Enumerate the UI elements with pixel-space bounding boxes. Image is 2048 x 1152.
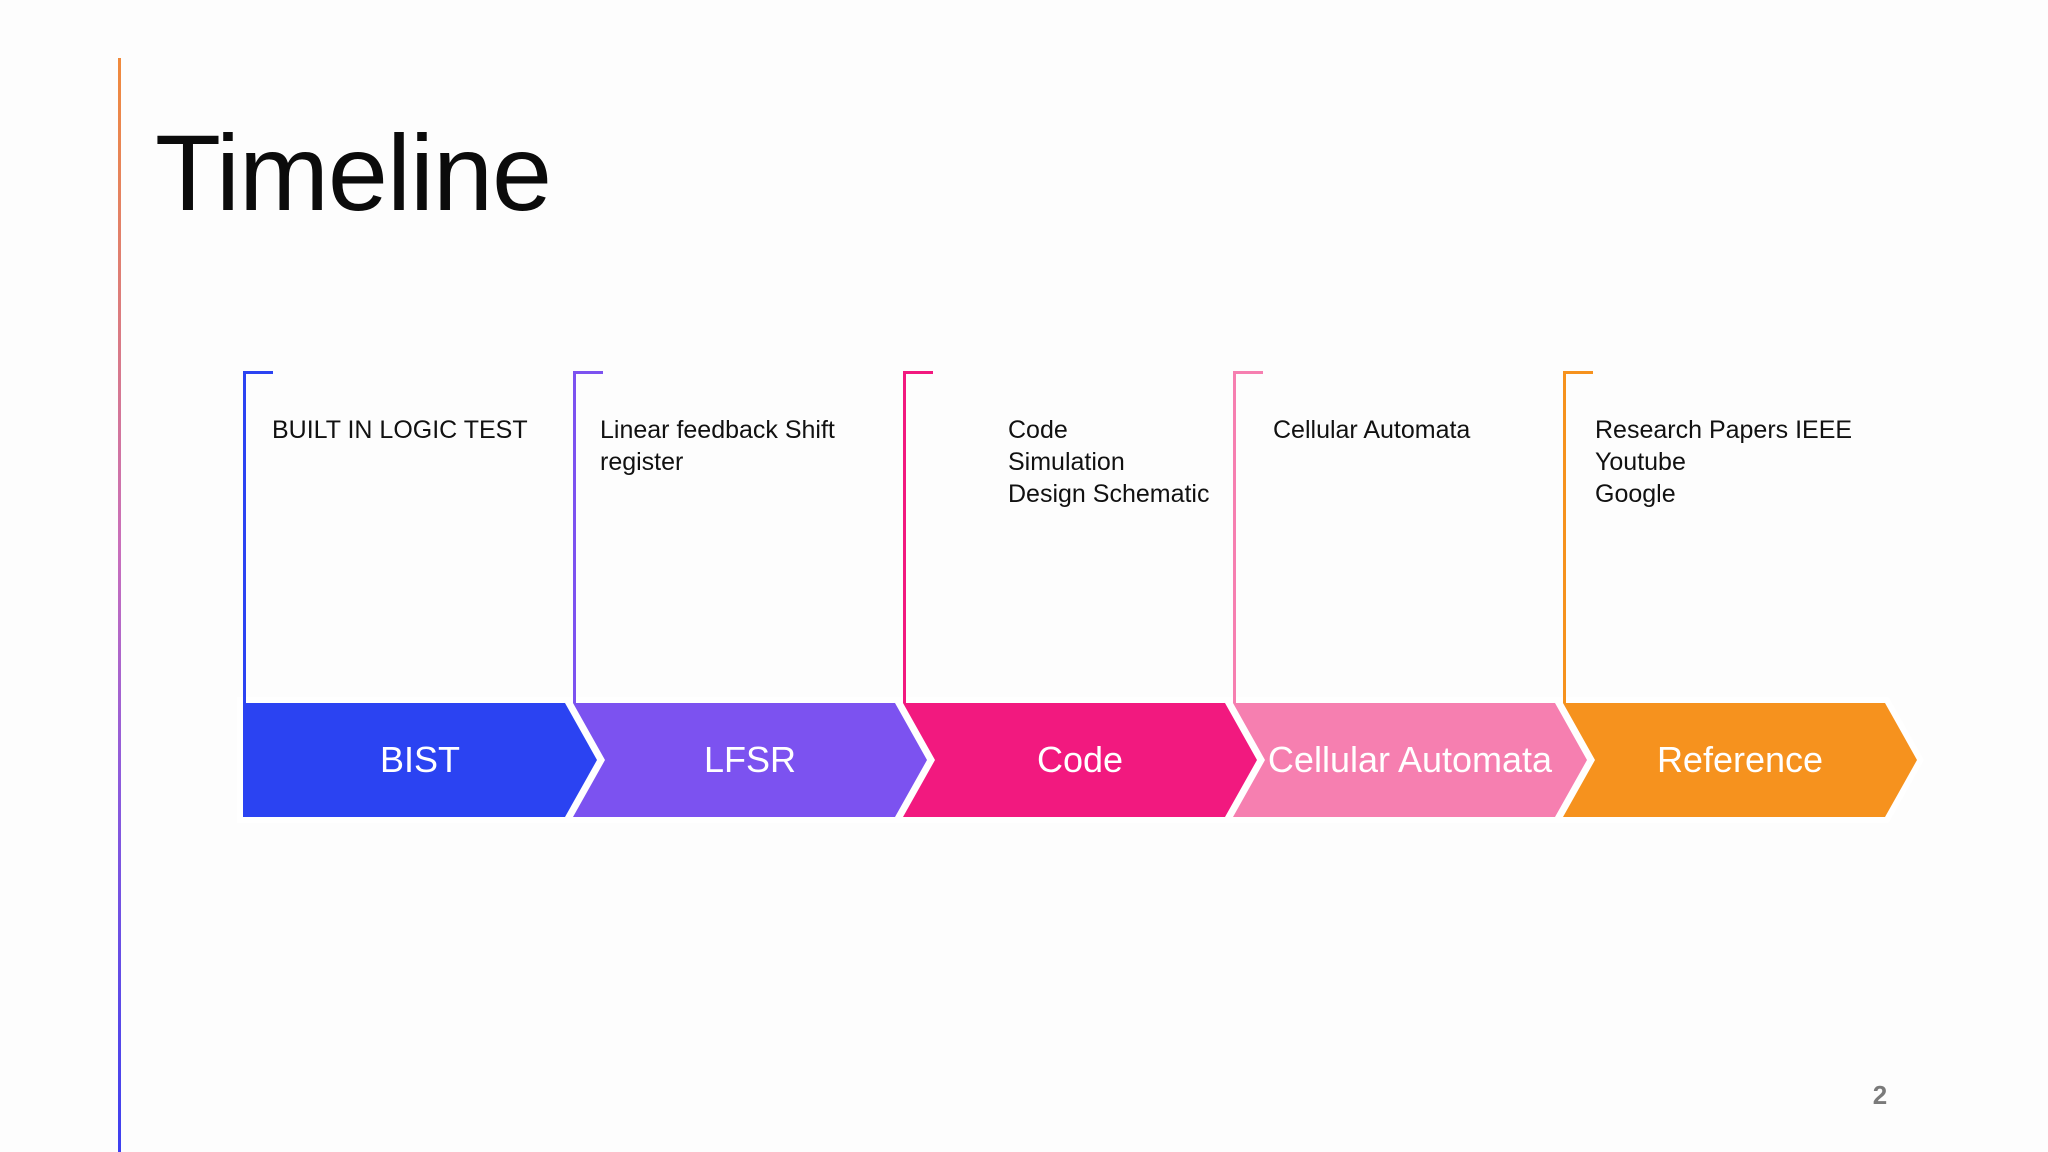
callout-text-reference: Research Papers IEEE Youtube Google [1595,414,1852,510]
timeline-arrow-label-cellular-automata: Cellular Automata [1267,739,1553,780]
timeline-arrow-label-bist: BIST [379,739,460,780]
timeline-arrow-bist [237,697,604,823]
timeline-arrow-reference [1552,697,1924,823]
callout-bracket-cellular-automata [1233,371,1263,703]
timeline-arrow-label-lfsr: LFSR [703,739,797,780]
page-title: Timeline [155,112,552,233]
callout-text-line: Linear feedback Shift [600,416,835,444]
callout-text-bist: BUILT IN LOGIC TEST [272,414,528,446]
callout-bracket-bist [243,371,273,703]
callout-text-line: Code [1008,416,1068,444]
timeline-arrow-code [892,697,1264,823]
callout-text-line: Youtube [1595,448,1686,476]
callout-bracket-code [903,371,933,703]
callout-text-line: Design Schematic [1008,480,1210,508]
accent-line [118,58,121,1152]
timeline-arrow-lfsr [562,697,934,823]
timeline-arrow-label-code: Code [1036,739,1124,780]
callout-text-line: Cellular Automata [1273,416,1471,444]
callout-text-line: register [600,448,684,476]
callout-bracket-lfsr [573,371,603,703]
callout-bracket-reference [1563,371,1593,703]
callout-text-line: Research Papers IEEE [1595,416,1853,444]
callout-text-cellular-automata: Cellular Automata [1273,414,1470,446]
callout-text-lfsr: Linear feedback Shift register [600,414,835,478]
callout-text-line: BUILT IN LOGIC TEST [272,416,528,444]
callout-text-line: Google [1595,480,1676,508]
callout-text-code: Code Simulation Design Schematic [1008,414,1209,510]
timeline-arrow-cellular-automata [1222,697,1594,823]
page-number: 2 [1872,1080,1888,1110]
timeline-arrow-label-reference: Reference [1656,739,1824,780]
callout-text-line: Simulation [1008,448,1125,476]
